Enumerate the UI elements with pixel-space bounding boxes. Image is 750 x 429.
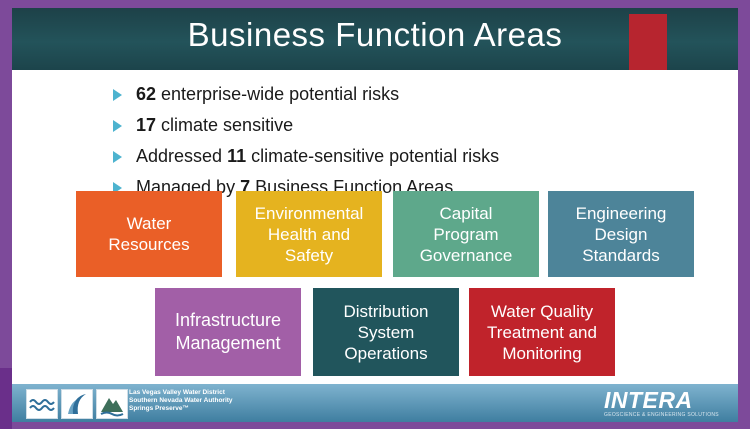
- red-accent-tab: [629, 14, 667, 70]
- bullet-list: 62 enterprise-wide potential risks 17 cl…: [109, 80, 499, 204]
- bullet-item: 17 climate sensitive: [109, 111, 499, 139]
- title-bar: Business Function Areas: [12, 8, 738, 70]
- corner-accent: [0, 368, 12, 429]
- bullet-arrow-icon: [113, 182, 122, 194]
- bullet-item: Addressed 11 climate-sensitive potential…: [109, 142, 499, 170]
- organization-names: Las Vegas Valley Water District Southern…: [129, 389, 233, 412]
- bullet-item: 62 enterprise-wide potential risks: [109, 80, 499, 108]
- bullet-arrow-icon: [113, 89, 122, 101]
- water-drop-logo-icon: [61, 389, 93, 419]
- intera-tagline: GEOSCIENCE & ENGINEERING SOLUTIONS: [604, 412, 719, 418]
- springs-preserve-logo-icon: [96, 389, 128, 419]
- slide-title: Business Function Areas: [187, 16, 563, 53]
- footer-bar: Las Vegas Valley Water District Southern…: [12, 384, 738, 422]
- intera-logo: INTERA: [604, 387, 693, 413]
- slide: Business Function Areas 62 enterprise-wi…: [12, 8, 738, 422]
- water-waves-logo-icon: [26, 389, 58, 419]
- bullet-arrow-icon: [113, 120, 122, 132]
- bullet-arrow-icon: [113, 151, 122, 163]
